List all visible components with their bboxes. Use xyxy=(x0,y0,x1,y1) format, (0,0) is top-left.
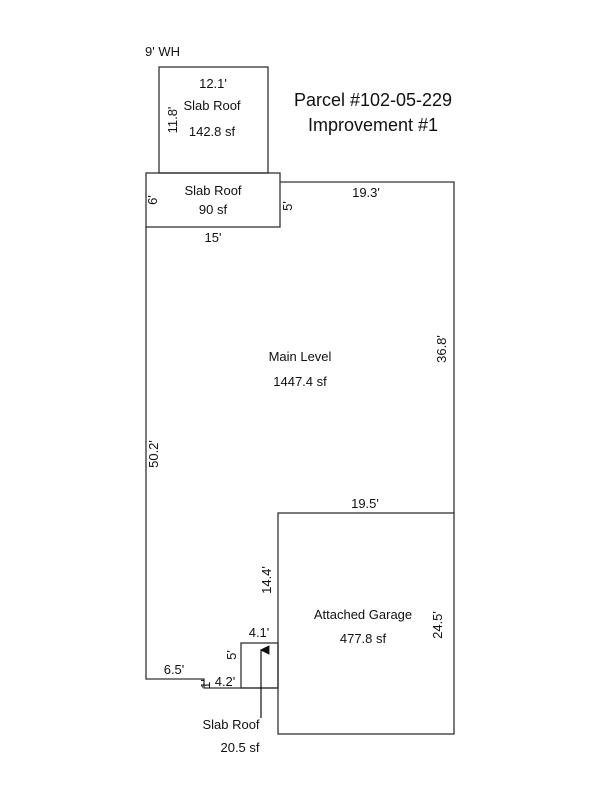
slab-roof-small-outline xyxy=(240,642,279,689)
area-value: 142.8 sf xyxy=(189,124,236,139)
area-label: Attached Garage xyxy=(314,607,412,622)
dim-label: 36.8' xyxy=(434,335,449,363)
dim-label: 6' xyxy=(145,195,160,205)
dim-label: 5' xyxy=(280,201,295,211)
dim-label: 6.5' xyxy=(164,662,185,677)
area-value: 1447.4 sf xyxy=(273,374,327,389)
main-level-outline xyxy=(145,227,278,689)
dim-label: 11.8' xyxy=(165,107,180,134)
area-label: Slab Roof xyxy=(183,98,240,113)
dim-label: 15' xyxy=(205,230,222,245)
slab-roof-mid-outline xyxy=(145,172,281,228)
dim-label: 5' xyxy=(224,650,239,660)
dim-label: 50.2' xyxy=(146,440,161,468)
wall-height-label: 9' WH xyxy=(145,44,180,59)
dim-label: 1' xyxy=(198,679,213,689)
dim-label: 4.1' xyxy=(249,625,270,640)
improvement-title: Improvement #1 xyxy=(308,115,438,135)
dim-label: 14.4' xyxy=(259,566,274,594)
area-label: Slab Roof xyxy=(202,717,259,732)
area-value: 477.8 sf xyxy=(340,631,387,646)
area-value: 90 sf xyxy=(199,202,228,217)
dim-label: 4.2' xyxy=(215,674,236,689)
dim-label: 12.1' xyxy=(199,76,227,91)
parcel-title: Parcel #102-05-229 xyxy=(294,90,452,110)
dim-label: 19.3' xyxy=(352,185,380,200)
main-level-outline xyxy=(280,181,455,513)
area-label: Main Level xyxy=(269,349,332,364)
garage-outline xyxy=(277,512,455,735)
area-value: 20.5 sf xyxy=(220,740,259,755)
dim-label: 24.5' xyxy=(430,611,445,639)
area-label: Slab Roof xyxy=(184,183,241,198)
dim-label: 19.5' xyxy=(351,496,379,511)
